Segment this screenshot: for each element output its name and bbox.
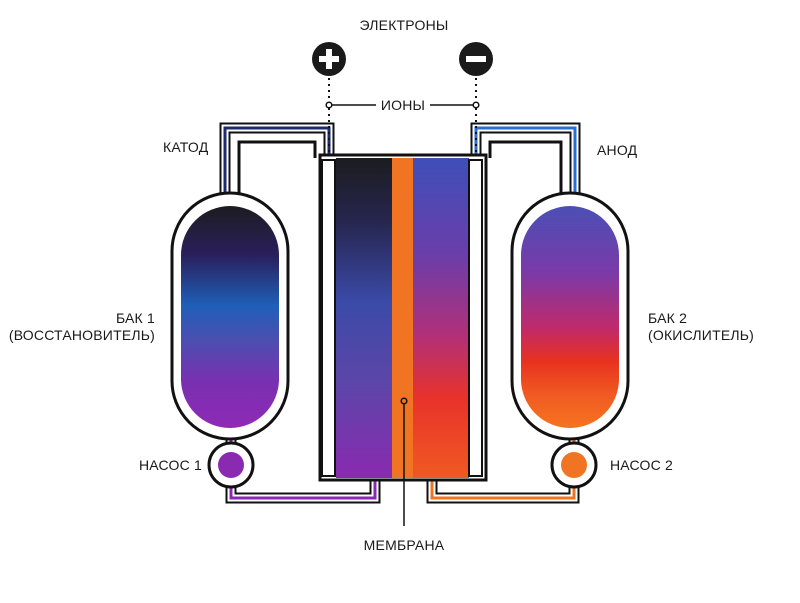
pump1-label: НАСОС 1 [139, 457, 203, 473]
cathode-electrode [321, 159, 336, 477]
pump-2 [550, 441, 598, 489]
tank2-label-line2: (ОКИСЛИТЕЛЬ) [648, 327, 754, 343]
cell-stack [318, 153, 488, 482]
anode-label: АНОД [597, 142, 638, 158]
membrane-band [392, 158, 413, 478]
positive-terminal [312, 42, 346, 76]
cathode-pipe [219, 122, 335, 200]
anode-electrode [468, 159, 483, 477]
anode-pipe [470, 122, 581, 200]
membrane-pointer [400, 397, 408, 526]
tank1-label: БАК 1 (ВОССТАНОВИТЕЛЬ) [9, 310, 155, 344]
tank-1 [170, 191, 290, 441]
tank1-label-line2: (ВОССТАНОВИТЕЛЬ) [8, 327, 155, 343]
cathode-label: КАТОД [163, 139, 209, 155]
tank1-label-line1: БАК 1 [115, 310, 155, 326]
pump-1 [207, 441, 255, 489]
anode-electrolyte [413, 158, 469, 478]
ions-line [325, 101, 480, 109]
tank2-label-line1: БАК 2 [648, 310, 688, 326]
membrane-label: МЕМБРАНА [363, 537, 445, 553]
electron-wires [328, 78, 477, 156]
pump2-label: НАСОС 2 [610, 457, 674, 473]
negative-terminal [459, 42, 493, 76]
ions-label: ИОНЫ [380, 97, 426, 113]
cathode-electrolyte [336, 158, 392, 478]
tank2-label: БАК 2 (ОКИСЛИТЕЛЬ) [648, 310, 754, 344]
tank-2 [510, 191, 630, 441]
electrons-label: ЭЛЕКТРОНЫ [359, 17, 449, 33]
